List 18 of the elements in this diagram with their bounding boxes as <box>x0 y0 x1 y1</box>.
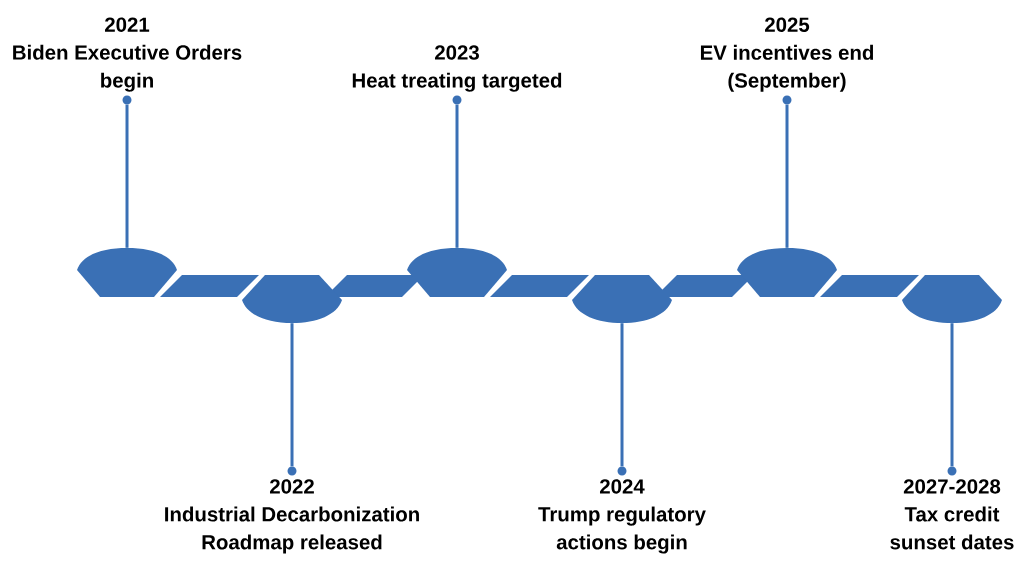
leader-line <box>785 104 789 248</box>
milestone-label: 2027-2028 Tax credit sunset dates <box>890 479 1014 550</box>
milestone-label: 2022 Industrial Decarbonization Roadmap released <box>165 479 419 554</box>
milestone-label: 2021 Biden Executive Orders begin <box>13 17 242 92</box>
leader-line <box>950 323 954 467</box>
timeline-dome <box>407 248 507 297</box>
timeline-dome <box>902 275 1002 323</box>
timeline-dome <box>737 248 837 297</box>
milestone-label: 2024 Trump regulatory actions begin <box>538 479 706 554</box>
leader-line <box>125 104 129 248</box>
leader-line <box>290 323 294 467</box>
milestone-label: 2025 EV incentives end (September) <box>700 17 874 92</box>
leader-line <box>455 104 459 248</box>
leader-line <box>620 323 624 467</box>
timeline-dome <box>572 275 672 323</box>
timeline-dome <box>242 275 342 323</box>
milestone-label: 2023 Heat treating targeted <box>352 45 562 92</box>
timeline-dome <box>77 248 177 297</box>
